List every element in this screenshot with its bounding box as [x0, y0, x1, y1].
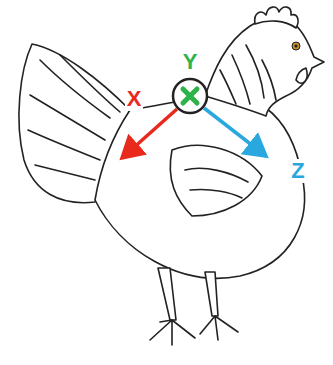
y-axis-cross [183, 89, 197, 103]
chicken-comb [255, 7, 298, 28]
axis-label: X [125, 87, 144, 111]
x-axis-arrow [122, 109, 177, 158]
chicken-eye [292, 42, 300, 50]
y-axis-circle [173, 79, 207, 113]
chicken-foot [150, 320, 195, 345]
chicken-wattle [296, 68, 307, 83]
wing-feathers [185, 168, 248, 198]
chicken-foot [200, 316, 238, 340]
axis-label: Y [181, 50, 200, 74]
chicken-leg [158, 268, 176, 320]
chicken-pupil [294, 44, 297, 47]
chicken-wing [170, 145, 262, 216]
chicken-head [205, 18, 324, 116]
axis-label: Z [289, 159, 306, 183]
chicken-body [95, 96, 304, 278]
neck-feathers [220, 45, 276, 104]
chicken-leg [205, 272, 218, 316]
z-axis-arrow [204, 108, 266, 156]
